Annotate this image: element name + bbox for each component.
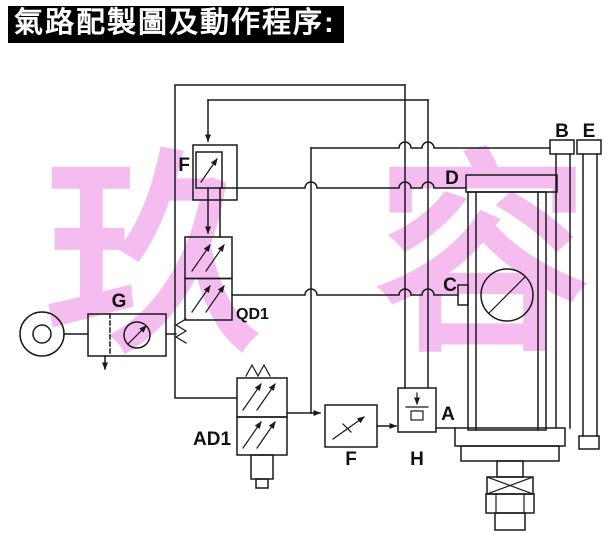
- label-port-c: C: [443, 275, 457, 296]
- label-port-e: E: [583, 121, 596, 142]
- label-ad1: AD1: [193, 429, 231, 450]
- label-g: G: [112, 291, 127, 312]
- valve-ad1: [236, 363, 321, 489]
- air-source-icon: [19, 311, 89, 357]
- piping-lines: [174, 84, 551, 414]
- label-port-a: A: [441, 404, 455, 425]
- label-port-b: B: [555, 121, 569, 142]
- cylinder-assembly: [454, 139, 602, 531]
- label-f-top: F: [178, 155, 190, 176]
- label-qd1: QD1: [236, 306, 269, 323]
- page-title: 氣路配製圖及動作程序:: [8, 6, 344, 43]
- valve-qd1: [174, 236, 233, 344]
- spring-icon: [245, 363, 271, 378]
- component-h: [397, 387, 456, 433]
- label-port-d: D: [445, 168, 459, 189]
- label-h: H: [410, 449, 424, 470]
- label-f-bottom: F: [345, 449, 357, 470]
- valve-f-top: [192, 99, 238, 234]
- filter-regulator-g: [87, 313, 177, 370]
- gauge-icon: [480, 268, 534, 322]
- valve-f-bottom: [324, 404, 397, 448]
- spring-icon: [174, 318, 188, 344]
